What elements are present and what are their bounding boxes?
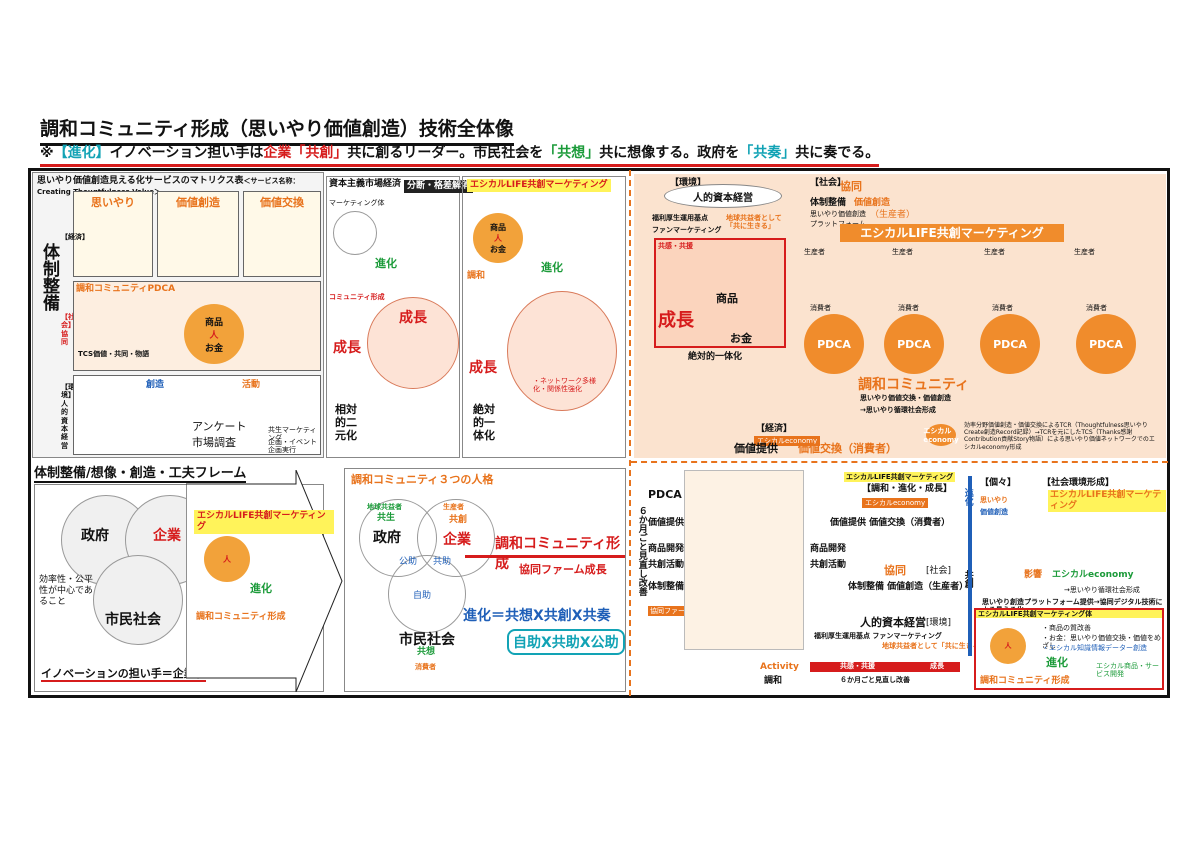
- core-circle: 商品 人 お金: [184, 304, 244, 364]
- side-label: 体制整備: [39, 243, 59, 311]
- frame-title: 体制整備/想像・創造・工夫フレーム: [34, 462, 247, 483]
- growth-circle-left: [367, 297, 459, 389]
- page-subtitle: ※【進化】イノベーション担い手は企業「共創」共に創るリーダー。市民社会を「共想」…: [40, 142, 880, 167]
- page-title: 調和コミュニティ形成（思いやり価値創造）技術全体像: [40, 114, 514, 146]
- ethical-panel: エシカルLIFE共創マーケティング 商品人お金 進化 調和 ・ネットワーク多様化…: [462, 176, 626, 458]
- row-keizai: 【経済】: [61, 233, 89, 241]
- col-kachi: 価値創造: [157, 191, 239, 277]
- row-kankyo: 【環境】人的資本経営: [61, 383, 75, 450]
- growth-circle-right: [507, 291, 617, 411]
- rt-growth-box: 共感・共援 成長 商品 お金: [654, 238, 786, 348]
- ethical-mini: エシカルLIFE共創マーケティング 人 進化 調和コミュニティ形成: [194, 510, 334, 630]
- matrix-panel: 思いやり価値創造見える化サービスのマトリクス表＜サービス名称：Creating …: [32, 172, 324, 458]
- rb-panel: ６か月ごと見直し改善 PDCA 価値提供 商品開発 共創活動 体制整備 協同ファ…: [634, 466, 1166, 694]
- frame-panel: 政府 企業 市民社会 効率性・公平性が中心であること イノベーションの担い手＝企…: [34, 484, 324, 692]
- rb-red-bar: [810, 662, 960, 672]
- rb-core: 人: [990, 628, 1026, 664]
- col-omoiyari: 思いやり: [73, 191, 153, 277]
- bunkai-label: 分断・格差解消: [404, 180, 474, 193]
- three-panel: 調和コミュニティ３つの人格 地球共益者 共生 政府 生産者 共創 企業 公助 共…: [344, 468, 626, 692]
- divider-h: [631, 461, 1168, 463]
- circle-shimin: [93, 555, 183, 645]
- pdca-row: 調和コミュニティPDCA 商品 人 お金 TCS価値・共同・物語: [73, 281, 321, 371]
- rb-table: [684, 470, 804, 650]
- rb-blue-arrow: [968, 476, 972, 656]
- p-circle-3: [388, 555, 466, 633]
- rt-panel: 【環境】 人的資本経営 福利厚生運用基点 ファンマーケティング 地球共益者として…: [634, 174, 1166, 458]
- red-line: [465, 555, 625, 558]
- shihon-panel: 資本主義市場経済 マーケティング体 進化 コミュニティ形成 成長 成長 相対的二…: [326, 176, 460, 458]
- ethical-core: 商品人お金: [473, 213, 523, 263]
- innovation-label: イノベーションの担い手＝企業者: [41, 667, 206, 683]
- divider-v: [629, 170, 631, 696]
- mini-core: 人: [204, 536, 250, 582]
- shihon-circle: [333, 211, 377, 255]
- row-shakai: 【社会】協同: [61, 313, 75, 347]
- col-kokan: 価値交換: [243, 191, 321, 277]
- kankyo-row: 創造 活動 アンケート 市場調査 共生マーケティング 企画・イベント企画実行: [73, 375, 321, 455]
- rb-ethical-box: エシカルLIFE共創マーケティング体 人 ・商品の質改善 ・お金：思いやり価値交…: [974, 608, 1164, 690]
- main-frame: [28, 168, 1170, 698]
